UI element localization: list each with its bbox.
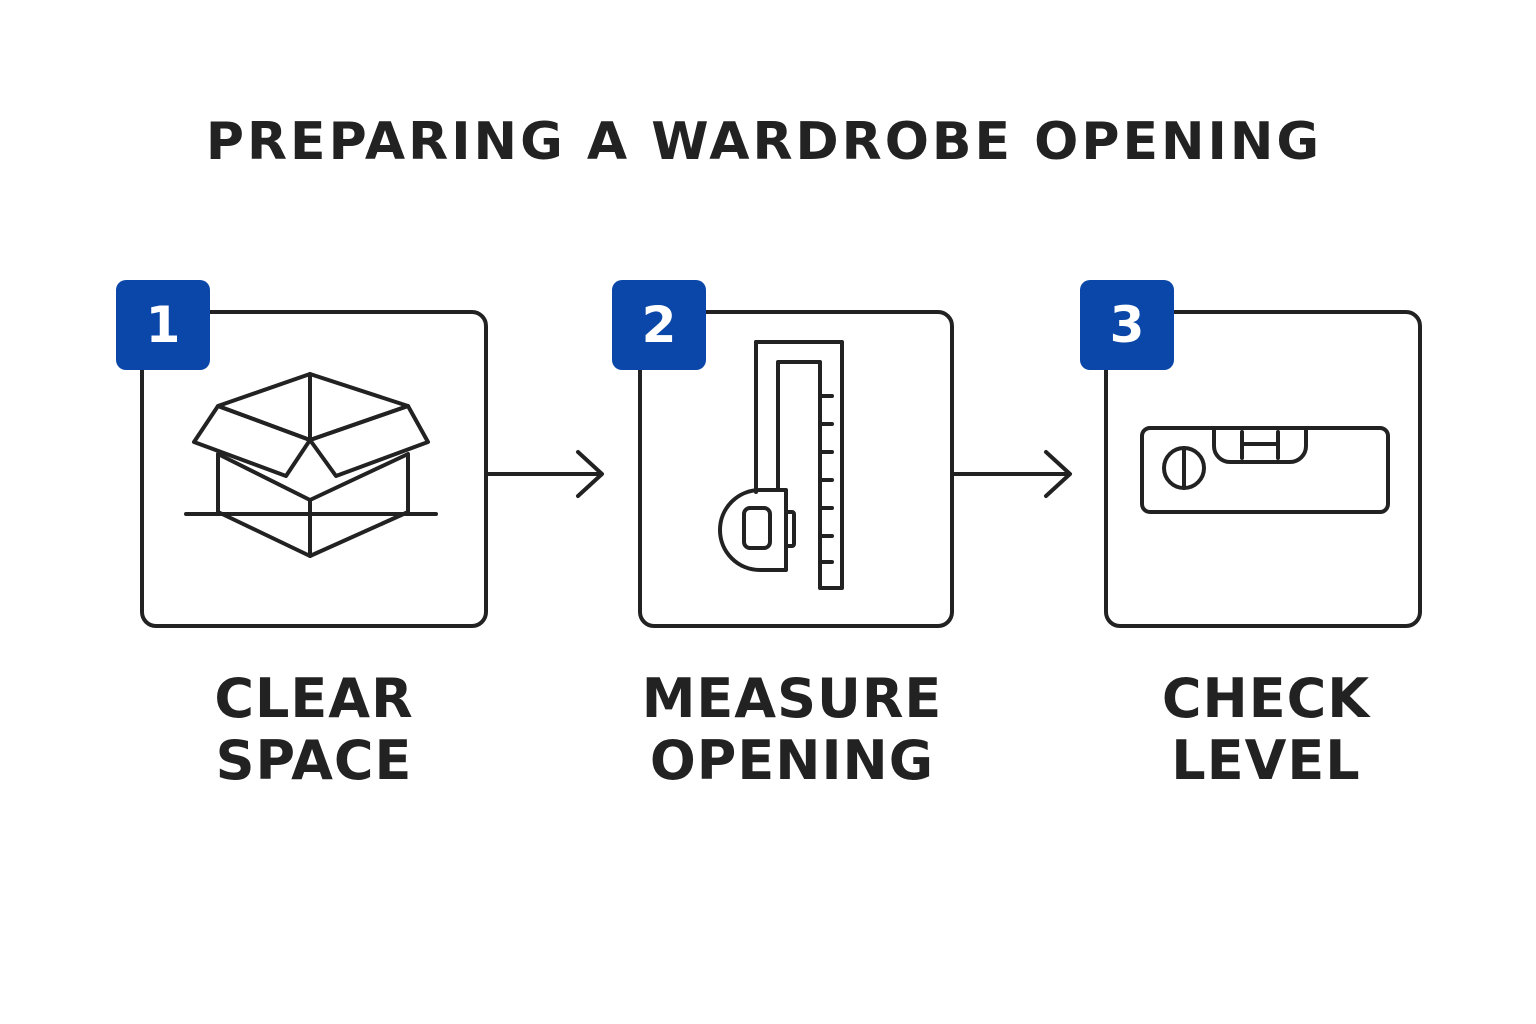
step-2-label-line1: MEASURE [641,667,943,730]
step-1-label-line2: SPACE [215,729,413,792]
step-1-badge: 1 [116,280,210,370]
diagram-title: PREPARING A WARDROBE OPENING [205,112,1323,172]
step-2-badge: 2 [612,280,706,370]
step-3-label-line2: LEVEL [1171,729,1361,792]
step-1-label: CLEAR SPACE [104,668,524,792]
step-3-badge: 3 [1080,280,1174,370]
step-3-label-line1: CHECK [1161,667,1371,730]
step-1-label-line1: CLEAR [214,667,414,730]
step-3-label: CHECK LEVEL [1056,668,1476,792]
step-2-label: MEASURE OPENING [582,668,1002,792]
step-2-label-line2: OPENING [649,729,935,792]
